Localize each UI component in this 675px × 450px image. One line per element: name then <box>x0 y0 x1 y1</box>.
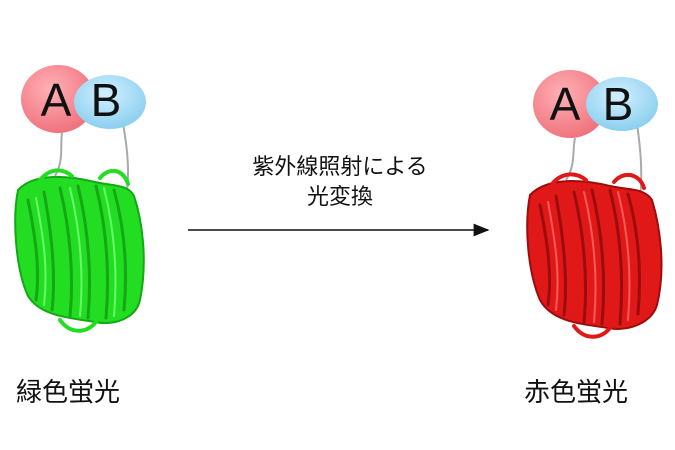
right-domain-b <box>586 77 658 131</box>
arrow-caption: 紫外線照射による 光変換 <box>190 153 490 213</box>
green-protein-barrel <box>14 168 145 333</box>
right-domain-a-label: A <box>550 78 581 130</box>
right-construct: A B <box>526 70 663 339</box>
arrow-caption-line2: 光変換 <box>306 185 373 210</box>
left-domain-a-label: A <box>41 74 72 126</box>
left-caption: 緑色蛍光 <box>16 378 121 408</box>
left-domain-b-label: B <box>91 74 122 126</box>
left-domain-b <box>74 75 146 129</box>
right-caption: 赤色蛍光 <box>524 378 629 408</box>
arrow-caption-line1: 紫外線照射による <box>252 155 428 180</box>
right-domain-b-label: B <box>603 78 634 130</box>
left-construct: A B <box>14 65 146 333</box>
left-domain-a <box>21 65 95 133</box>
red-protein-barrel <box>526 172 663 339</box>
right-domain-a <box>533 70 607 138</box>
right-linker-b <box>636 123 643 201</box>
